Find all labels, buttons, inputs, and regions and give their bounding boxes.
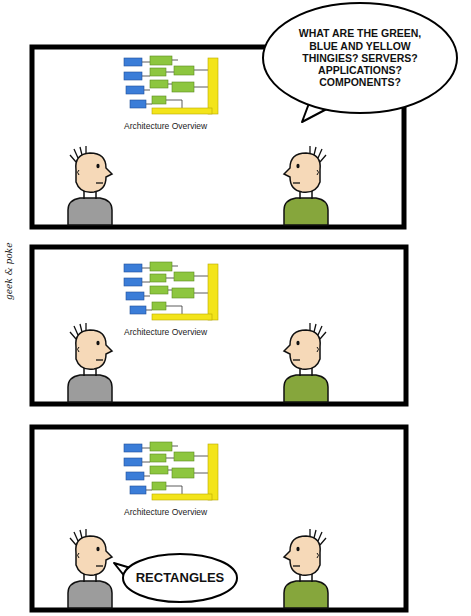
speech-bubble: RECTANGLES	[122, 553, 238, 603]
diagram-caption: Architecture Overview	[124, 121, 207, 131]
bubble-text: RECTANGLES	[128, 570, 232, 585]
diagram-caption: Architecture Overview	[124, 507, 207, 517]
speech-bubble: WHAT ARE THE GREEN, BLUE AND YELLOW THIN…	[262, 2, 458, 114]
diagram-caption: Architecture Overview	[124, 327, 207, 337]
watermark: geek & poke	[4, 242, 14, 300]
bubble-text: WHAT ARE THE GREEN, BLUE AND YELLOW THIN…	[290, 27, 430, 88]
